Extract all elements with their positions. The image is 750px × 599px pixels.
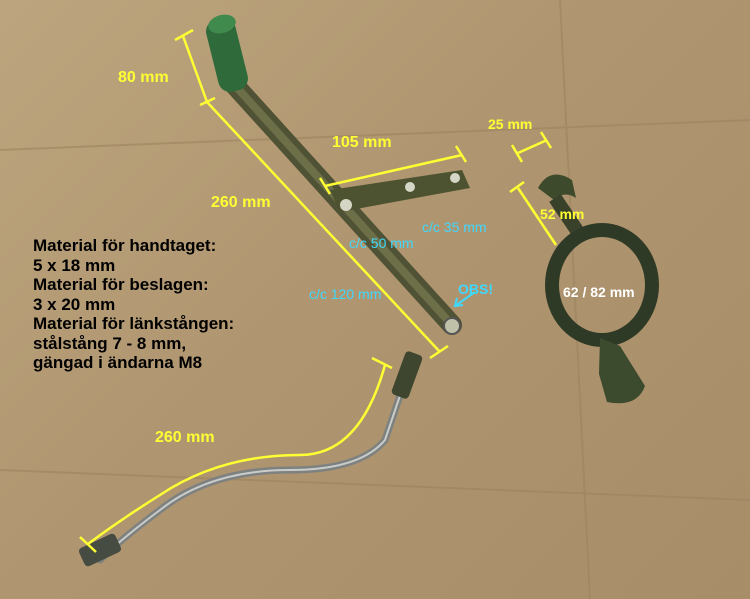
dim-label-arm: 260 mm	[211, 194, 271, 211]
dim-tick-grip-bottom	[199, 96, 216, 107]
dim-tick-grip-top	[174, 28, 194, 42]
dim-tick-arm-bottom	[429, 344, 449, 360]
handle-grip-cap	[208, 14, 236, 34]
dim-label-clamp-width: 25 mm	[488, 116, 533, 132]
dim-tick-rod-top	[371, 356, 393, 370]
dim-label-ring: 62 / 82 mm	[563, 284, 635, 300]
material-line: 5 x 18 mm	[33, 255, 116, 275]
handle-grip	[206, 18, 248, 92]
bracket-bolt-2	[405, 182, 415, 192]
cc-label-35: c/c 35 mm	[422, 219, 487, 235]
bracket-bolt-3	[450, 173, 460, 183]
dim-tick-clamp-left	[510, 144, 524, 163]
dim-tick-rod-bottom	[79, 536, 97, 553]
bracket-bolt-1	[340, 199, 352, 211]
dim-line-clamp-length	[516, 187, 558, 246]
link-rod-assembly	[78, 351, 423, 567]
link-rod-shine	[99, 359, 413, 561]
dim-label-rod: 260 mm	[155, 429, 215, 446]
dim-label-clamp-length: 52 mm	[540, 206, 585, 222]
dim-line-grip	[181, 35, 209, 103]
bracket-plate	[330, 170, 470, 212]
rod-end-bottom	[78, 533, 122, 567]
dim-line-arm	[206, 101, 441, 353]
dim-line-clamp-width	[517, 138, 548, 155]
dim-tick-bracket-right	[454, 145, 468, 163]
material-line: 3 x 20 mm	[33, 294, 116, 314]
dim-tick-bracket-left	[318, 177, 332, 195]
material-line: Material för beslagen:	[33, 275, 209, 294]
dimension-lines	[79, 28, 558, 553]
cc-label-50: c/c 50 mm	[349, 235, 414, 251]
dim-label-grip: 80 mm	[118, 69, 169, 86]
rod-end-top	[391, 351, 423, 399]
dim-label-bracket: 105 mm	[332, 134, 392, 151]
clamp-assembly	[538, 174, 659, 404]
bracket-assembly	[330, 170, 470, 212]
material-line: Material för handtaget:	[33, 236, 217, 255]
clamp-bottom-lug	[599, 338, 645, 404]
dim-line-rod	[87, 364, 387, 546]
handle-pivot-bolt	[443, 317, 461, 335]
obs-callout: OBS!	[458, 281, 493, 297]
dim-line-bracket	[324, 153, 463, 188]
obs-arrow	[453, 291, 476, 308]
material-line: stålstång 7 - 8 mm,	[33, 333, 187, 353]
material-notes: Material för handtaget: 5 x 18 mm Materi…	[33, 236, 234, 373]
cc-label-120: c/c 120 mm	[309, 286, 382, 302]
link-rod	[96, 356, 416, 564]
dim-tick-clamp-top	[509, 180, 525, 194]
dim-tick-clamp-right	[539, 131, 553, 149]
material-line: Material för länkstången:	[33, 314, 235, 333]
clamp-top-lug	[538, 174, 576, 200]
material-line: gängad i ändarna M8	[33, 353, 203, 372]
